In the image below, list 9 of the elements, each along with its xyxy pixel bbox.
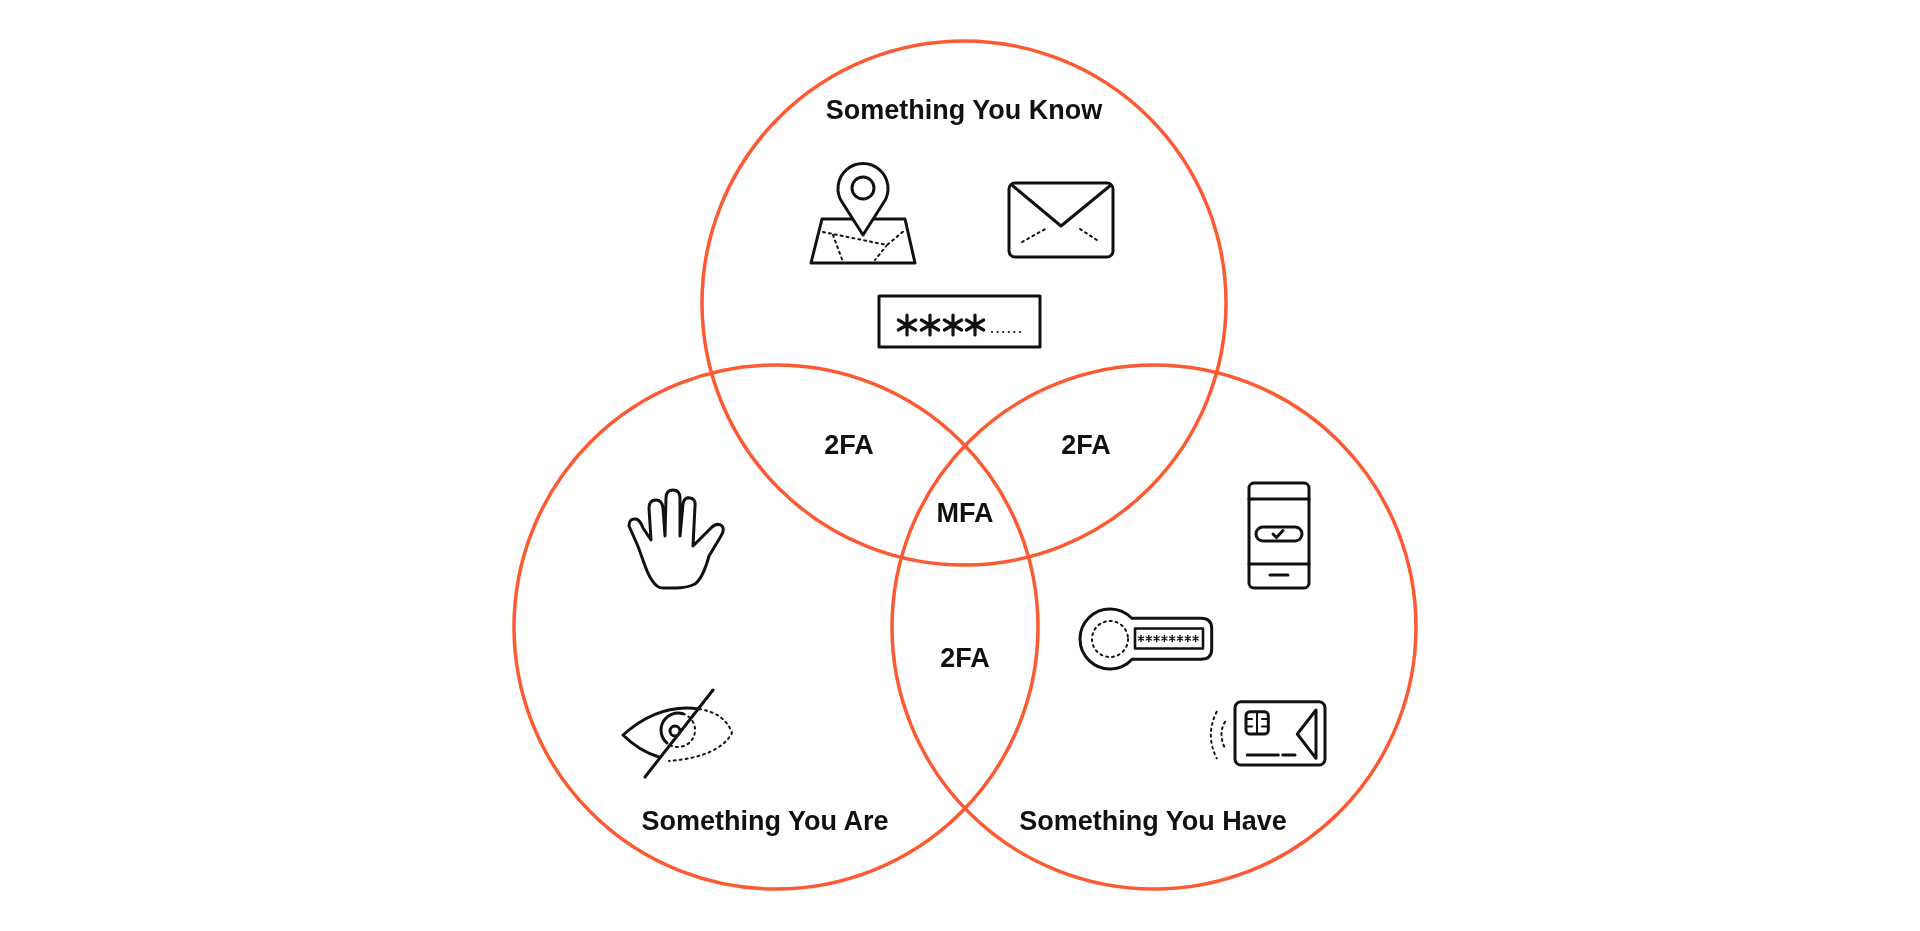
overlap-label: 2FA: [824, 431, 874, 461]
circle-title: Something You Have: [1019, 807, 1287, 837]
circle-title: Something You Are: [641, 807, 889, 837]
overlap-label: MFA: [936, 499, 994, 529]
venn-circle: [700, 39, 1228, 567]
venn-circle: [890, 363, 1418, 891]
circle-title: Something You Know: [825, 96, 1103, 126]
overlap-label: 2FA: [940, 644, 990, 674]
overlap-label: 2FA: [1061, 431, 1111, 461]
